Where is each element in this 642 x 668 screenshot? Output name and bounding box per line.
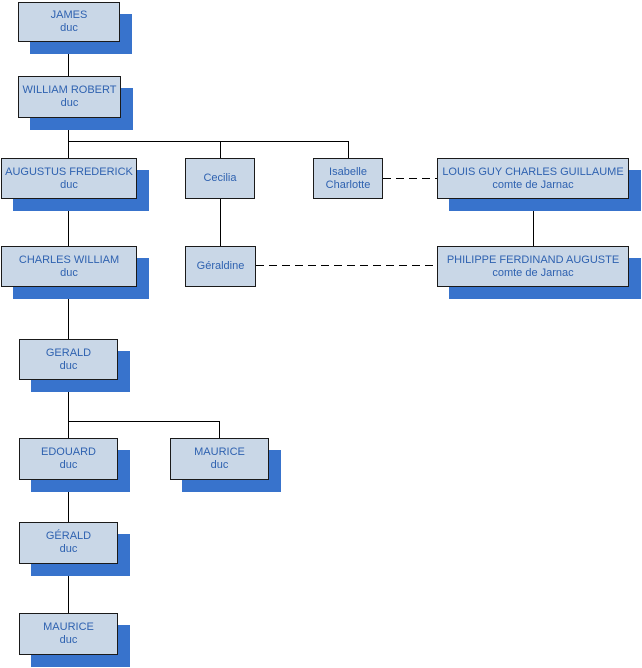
person-name: GÉRALD (45, 530, 92, 542)
node-box: PHILIPPE FERDINAND AUGUSTE comte de Jarn… (437, 246, 629, 287)
person-title: duc (210, 459, 229, 471)
person-name: EDOUARD (40, 446, 96, 458)
node-william-robert: WILLIAM ROBERT duc (18, 76, 133, 130)
person-title: duc (59, 634, 78, 646)
person-name-line2: Charlotte (325, 178, 371, 191)
node-box: CHARLES WILLIAM duc (1, 246, 137, 287)
node-philippe: PHILIPPE FERDINAND AUGUSTE comte de Jarn… (437, 246, 641, 299)
node-box: WILLIAM ROBERT duc (18, 76, 121, 118)
person-name: Isabelle (329, 165, 367, 178)
node-box: AUGUSTUS FREDERICK duc (1, 158, 137, 199)
person-name: AUGUSTUS FREDERICK (5, 165, 133, 178)
person-name: PHILIPPE FERDINAND AUGUSTE (446, 253, 620, 266)
node-isabelle-charlotte: Isabelle Charlotte (313, 158, 383, 199)
node-box: MAURICE duc (170, 438, 269, 480)
node-box: Géraldine (185, 246, 256, 287)
person-name: GERALD (45, 346, 92, 359)
person-name: MAURICE (43, 621, 94, 633)
node-box: GÉRALD duc (19, 522, 118, 564)
person-name: LOUIS GUY CHARLES GUILLAUME (442, 165, 624, 178)
node-box: JAMES duc (18, 2, 120, 42)
node-box: Isabelle Charlotte (313, 158, 383, 199)
node-charles-william: CHARLES WILLIAM duc (1, 246, 149, 299)
person-name: JAMES (50, 9, 88, 21)
node-cecilia: Cecilia (185, 158, 255, 199)
person-name: Cecilia (203, 172, 237, 184)
node-geraldine: Géraldine (185, 246, 256, 287)
node-edouard: EDOUARD duc (19, 438, 130, 492)
node-gerald-1: GERALD duc (19, 339, 130, 392)
person-title: comte de Jarnac (492, 178, 574, 191)
node-box: LOUIS GUY CHARLES GUILLAUME comte de Jar… (437, 158, 629, 199)
node-james: JAMES duc (18, 2, 132, 54)
node-augustus-frederick: AUGUSTUS FREDERICK duc (1, 158, 149, 211)
person-name: CHARLES WILLIAM (18, 253, 120, 266)
person-name: Géraldine (196, 260, 245, 272)
person-title: duc (60, 22, 78, 34)
person-title: duc (60, 97, 79, 109)
person-name: MAURICE (194, 446, 245, 458)
node-box: Cecilia (185, 158, 255, 199)
node-maurice-1: MAURICE duc (170, 438, 281, 492)
person-title: duc (59, 459, 78, 471)
node-gerald-2: GÉRALD duc (19, 522, 130, 576)
person-title: duc (59, 359, 78, 372)
person-title: duc (60, 178, 78, 191)
node-louis-guy: LOUIS GUY CHARLES GUILLAUME comte de Jar… (437, 158, 641, 211)
node-box: EDOUARD duc (19, 438, 118, 480)
person-title: duc (59, 543, 78, 555)
node-box: MAURICE duc (19, 613, 118, 655)
person-title: duc (60, 266, 78, 279)
node-box: GERALD duc (19, 339, 118, 380)
person-name: WILLIAM ROBERT (22, 84, 117, 96)
node-maurice-2: MAURICE duc (19, 613, 130, 667)
person-title: comte de Jarnac (492, 266, 574, 279)
